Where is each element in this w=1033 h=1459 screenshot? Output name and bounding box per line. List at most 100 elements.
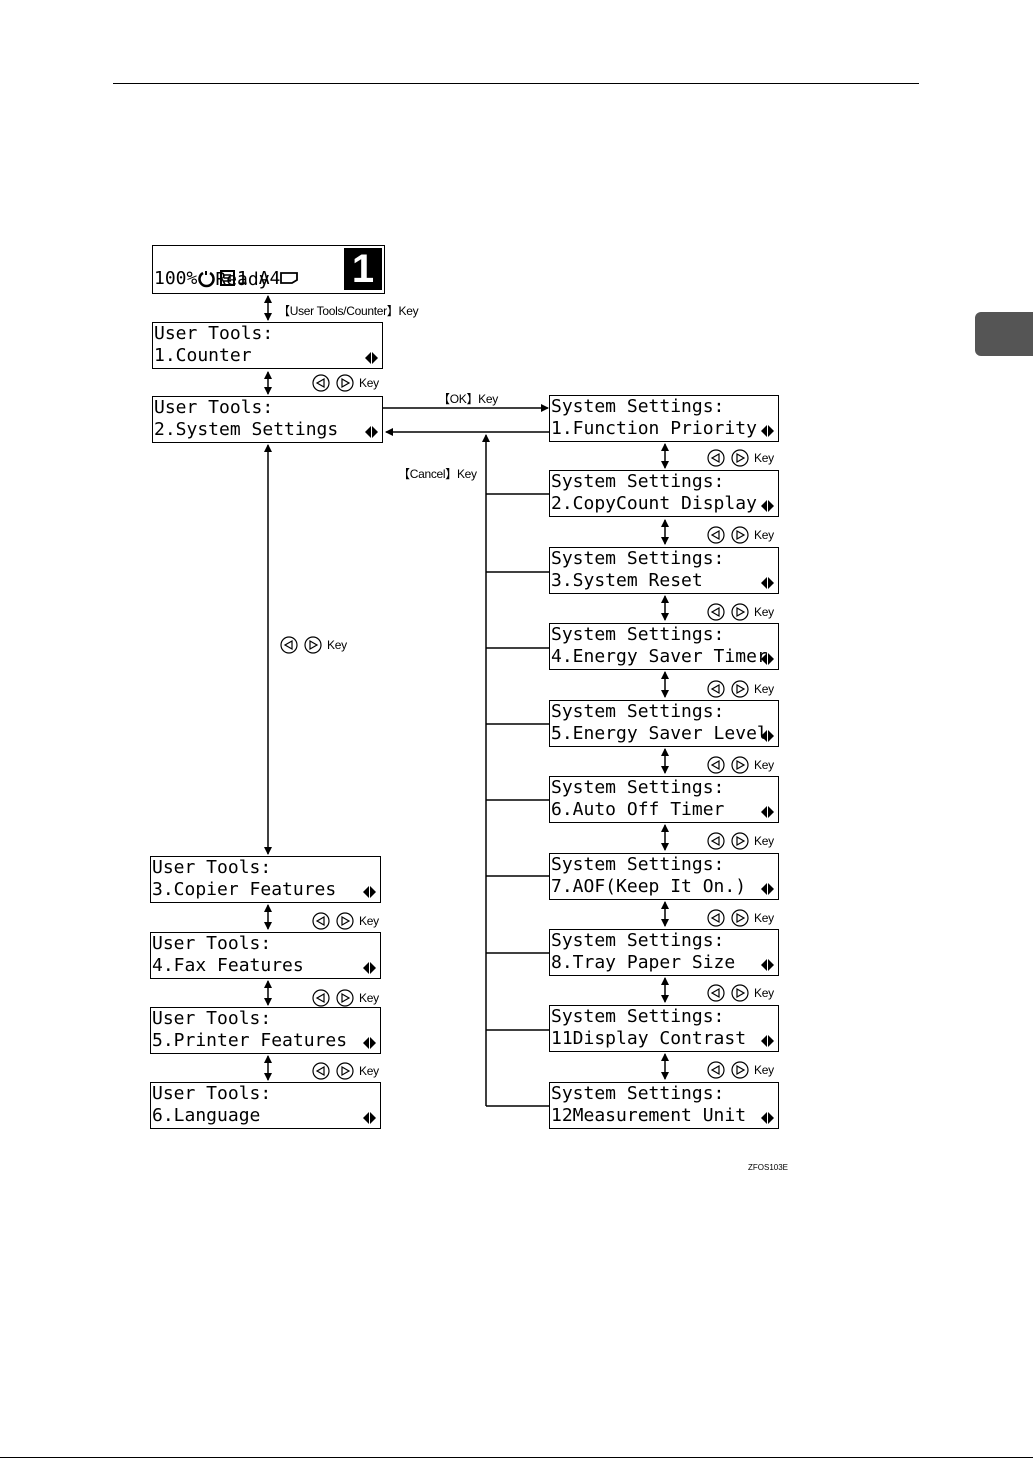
screen-item: 2.System Settings [154,419,339,440]
left-key-icon [312,1062,330,1080]
screen-item: 6.Auto Off Timer [551,799,725,820]
screen-item: 2.CopyCount Display [551,493,757,514]
left-key-icon [707,756,725,774]
left-right-arrow-icon [761,806,774,818]
home-info-line: 100% 1 A4 [154,267,299,290]
left-right-arrow-icon [363,1112,376,1124]
key-text: Key [754,605,774,619]
screen-title: User Tools: [152,1008,272,1029]
right-key-icon [731,526,749,544]
right-key-icon [336,912,354,930]
ready-line: Ready [154,245,270,290]
screen-title: User Tools: [152,1083,272,1104]
screen-item: 5.Energy Saver Level [551,723,768,744]
user-tools-screen-6: User Tools:6.Language [150,1082,381,1129]
ready-screen: Ready 100% 1 A4 1 [152,245,385,294]
system-settings-screen-4: System Settings:4.Energy Saver Timer [549,623,779,670]
key-text: Key [754,682,774,696]
power-icon [198,271,216,288]
ok-key-label: 【OK】Key [438,392,498,406]
screen-title: User Tools: [154,323,274,344]
cancel-key-label: 【Cancel】Key [398,467,477,481]
copies-icon [220,270,236,286]
screen-item: 6.Language [152,1105,261,1126]
system-settings-screen-2: System Settings:2.CopyCount Display [549,470,779,517]
screen-title: User Tools: [152,857,272,878]
right-key-icon [731,832,749,850]
screen-item: 1.Counter [154,345,252,366]
key-text: Key [754,834,774,848]
left-right-arrow-icon [761,577,774,589]
left-key-icon [707,526,725,544]
right-key-icon [731,680,749,698]
left-key-icon [707,984,725,1002]
key-text: Key [359,991,379,1005]
user-tools-screen-4: User Tools:4.Fax Features [150,932,381,979]
left-key-icon [707,603,725,621]
screen-title: System Settings: [551,624,725,645]
key-text: Key [327,638,347,652]
left-right-arrow-icon [761,425,774,437]
screen-item: 11Display Contrast [551,1028,747,1049]
system-settings-screen-9: System Settings:11Display Contrast [549,1005,779,1052]
left-key-icon [707,680,725,698]
system-settings-screen-5: System Settings:5.Energy Saver Level [549,700,779,747]
user-tools-key-label: 【User Tools/Counter】Key [278,304,419,318]
screen-item: 3.Copier Features [152,879,337,900]
right-key-icon [731,756,749,774]
left-right-arrow-icon [365,352,378,364]
footer-rule [0,1457,1033,1458]
right-key-icon [731,1061,749,1079]
left-right-arrow-icon [761,1035,774,1047]
left-right-arrow-icon [761,959,774,971]
left-right-arrow-icon [363,886,376,898]
screen-item: 5.Printer Features [152,1030,348,1051]
right-key-icon [336,989,354,1007]
screen-title: User Tools: [154,397,274,418]
user-tools-screen-3: User Tools:3.Copier Features [150,856,381,903]
screen-item: 3.System Reset [551,570,703,591]
key-text: Key [754,1063,774,1077]
screen-title: System Settings: [551,1083,725,1104]
chapter-tab [975,312,1033,356]
left-right-arrow-icon [761,883,774,895]
left-right-arrow-icon [761,500,774,512]
system-settings-screen-6: System Settings:6.Auto Off Timer [549,776,779,823]
screen-title: System Settings: [551,548,725,569]
screen-title: System Settings: [551,854,725,875]
left-key-icon [707,449,725,467]
screen-title: System Settings: [551,1006,725,1027]
screen-item: 4.Energy Saver Timer [551,646,768,667]
right-key-icon [304,636,322,654]
key-text: Key [359,1064,379,1078]
screen-item: 4.Fax Features [152,955,304,976]
left-right-arrow-icon [363,1037,376,1049]
left-right-arrow-icon [365,426,378,438]
screen-title: System Settings: [551,396,725,417]
right-key-icon [731,449,749,467]
user-tools-screen-1: User Tools:1.Counter [152,322,383,369]
system-settings-screen-7: System Settings:7.AOF(Keep It On.) [549,853,779,900]
key-text: Key [754,451,774,465]
screen-title: User Tools: [152,933,272,954]
left-key-icon [707,1061,725,1079]
left-right-arrow-icon [761,1112,774,1124]
screen-title: System Settings: [551,471,725,492]
left-key-icon [312,912,330,930]
right-key-icon [731,984,749,1002]
system-settings-screen-1: System Settings:1.Function Priority [549,395,779,442]
left-key-icon [280,636,298,654]
system-settings-screen-8: System Settings:8.Tray Paper Size [549,929,779,976]
paper-orientation-icon [280,272,299,284]
system-settings-screen-10: System Settings:12Measurement Unit [549,1082,779,1129]
screen-item: 1.Function Priority [551,418,757,439]
copy-count-display: 1 [344,248,382,290]
system-settings-screen-3: System Settings:3.System Reset [549,547,779,594]
left-right-arrow-icon [761,653,774,665]
left-key-icon [707,909,725,927]
left-key-icon [707,832,725,850]
key-text: Key [754,911,774,925]
right-key-icon [731,603,749,621]
key-text: Key [754,986,774,1000]
